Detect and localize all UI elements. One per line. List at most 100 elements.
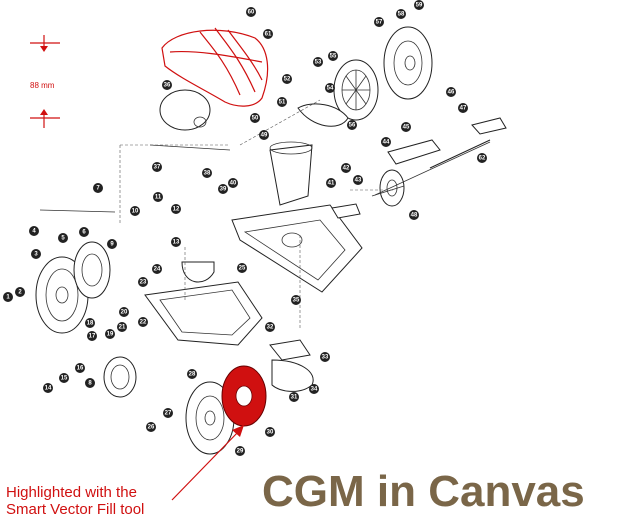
callout-36: 36: [162, 80, 172, 90]
callout-number: 54: [327, 86, 334, 92]
brand-title: CGM in Canvas: [262, 467, 585, 516]
callout-circle: [309, 384, 319, 394]
callout-number: 40: [230, 181, 237, 187]
callout-circle: [138, 277, 148, 287]
callout-circle: [162, 80, 172, 90]
callout-number: 15: [61, 376, 68, 382]
base-tray-23: [144, 281, 263, 346]
callout-number: 6: [82, 230, 86, 236]
callout-32: 32: [265, 322, 275, 332]
callout-number: 27: [165, 411, 172, 417]
callout-circle: [153, 192, 163, 202]
wheel-left-rear: [73, 241, 111, 299]
callout-33: 33: [320, 352, 330, 362]
callout-number: 24: [154, 267, 161, 273]
callout-55: 55: [328, 51, 338, 61]
callout-circle: [320, 352, 330, 362]
callout-1: 1: [3, 292, 13, 302]
callout-number: 23: [140, 280, 147, 286]
callout-circle: [228, 178, 238, 188]
callout-circle: [202, 168, 212, 178]
callout-56: 56: [347, 120, 357, 130]
callout-circle: [409, 210, 419, 220]
callout-circle: [250, 113, 260, 123]
callout-2: 2: [15, 287, 25, 297]
callout-6: 6: [79, 227, 89, 237]
callout-number: 18: [87, 321, 94, 327]
callout-23: 23: [138, 277, 148, 287]
callout-circle: [85, 318, 95, 328]
callout-4: 4: [29, 226, 39, 236]
callout-circle: [347, 120, 357, 130]
callout-25: 25: [237, 263, 247, 273]
callout-number: 60: [248, 10, 255, 16]
callout-number: 43: [355, 178, 362, 184]
callout-circle: [458, 103, 468, 113]
callout-number: 22: [140, 320, 147, 326]
callout-circle: [328, 51, 338, 61]
callout-3: 3: [31, 249, 41, 259]
caption-line-2: Smart Vector Fill tool: [6, 501, 145, 518]
callout-circle: [259, 130, 269, 140]
callout-number: 50: [252, 116, 259, 122]
callout-circle: [31, 249, 41, 259]
callout-34: 34: [309, 384, 319, 394]
plate-42: [331, 203, 361, 219]
callout-57: 57: [374, 17, 384, 27]
callout-39: 39: [218, 184, 228, 194]
roller-48: [371, 169, 405, 207]
callout-circle: [353, 175, 363, 185]
callout-number: 1: [6, 295, 10, 301]
callout-19: 19: [105, 329, 115, 339]
callout-number: 19: [107, 332, 114, 338]
callout-number: 17: [89, 334, 96, 340]
gear-30-highlighted: [221, 365, 267, 427]
callout-circle: [237, 263, 247, 273]
callout-circle: [263, 29, 273, 39]
hose-38: [149, 144, 231, 151]
callout-number: 52: [284, 77, 291, 83]
callout-number: 62: [479, 156, 486, 162]
callout-14: 14: [43, 383, 53, 393]
callout-number: 55: [330, 54, 337, 60]
callout-30: 30: [265, 427, 275, 437]
dimension-top-arrowhead: [40, 46, 48, 52]
callout-circle: [381, 137, 391, 147]
bracket-33: [269, 339, 311, 361]
dimension-bottom-arrowhead: [40, 109, 48, 115]
callout-circle: [130, 206, 140, 216]
callout-10: 10: [130, 206, 140, 216]
callout-35: 35: [291, 295, 301, 305]
callout-number: 29: [237, 449, 244, 455]
motor-housing: [269, 141, 313, 206]
callout-circle: [117, 322, 127, 332]
callout-number: 57: [376, 20, 383, 26]
gear-17: [103, 356, 137, 398]
callout-number: 21: [119, 325, 126, 331]
callout-circle: [313, 57, 323, 67]
callout-circle: [277, 97, 287, 107]
callout-circle: [171, 237, 181, 247]
callout-number: 59: [416, 3, 423, 9]
callout-number: 12: [173, 207, 180, 213]
callout-circle: [171, 204, 181, 214]
callout-circle: [75, 363, 85, 373]
callout-29: 29: [235, 446, 245, 456]
callout-circle: [59, 373, 69, 383]
callout-9: 9: [107, 239, 117, 249]
callout-number: 30: [267, 430, 274, 436]
callout-circle: [187, 369, 197, 379]
intake-pipe-13: [181, 261, 215, 283]
callout-circle: [87, 331, 97, 341]
callout-circle: [291, 295, 301, 305]
chassis-body: [231, 204, 363, 293]
callout-number: 33: [322, 355, 329, 361]
callout-number: 53: [315, 60, 322, 66]
bracket-47: [471, 117, 507, 135]
dimension-label: 88 mm: [30, 81, 55, 90]
callout-circle: [374, 17, 384, 27]
callout-number: 39: [220, 187, 227, 193]
callout-number: 46: [448, 90, 455, 96]
